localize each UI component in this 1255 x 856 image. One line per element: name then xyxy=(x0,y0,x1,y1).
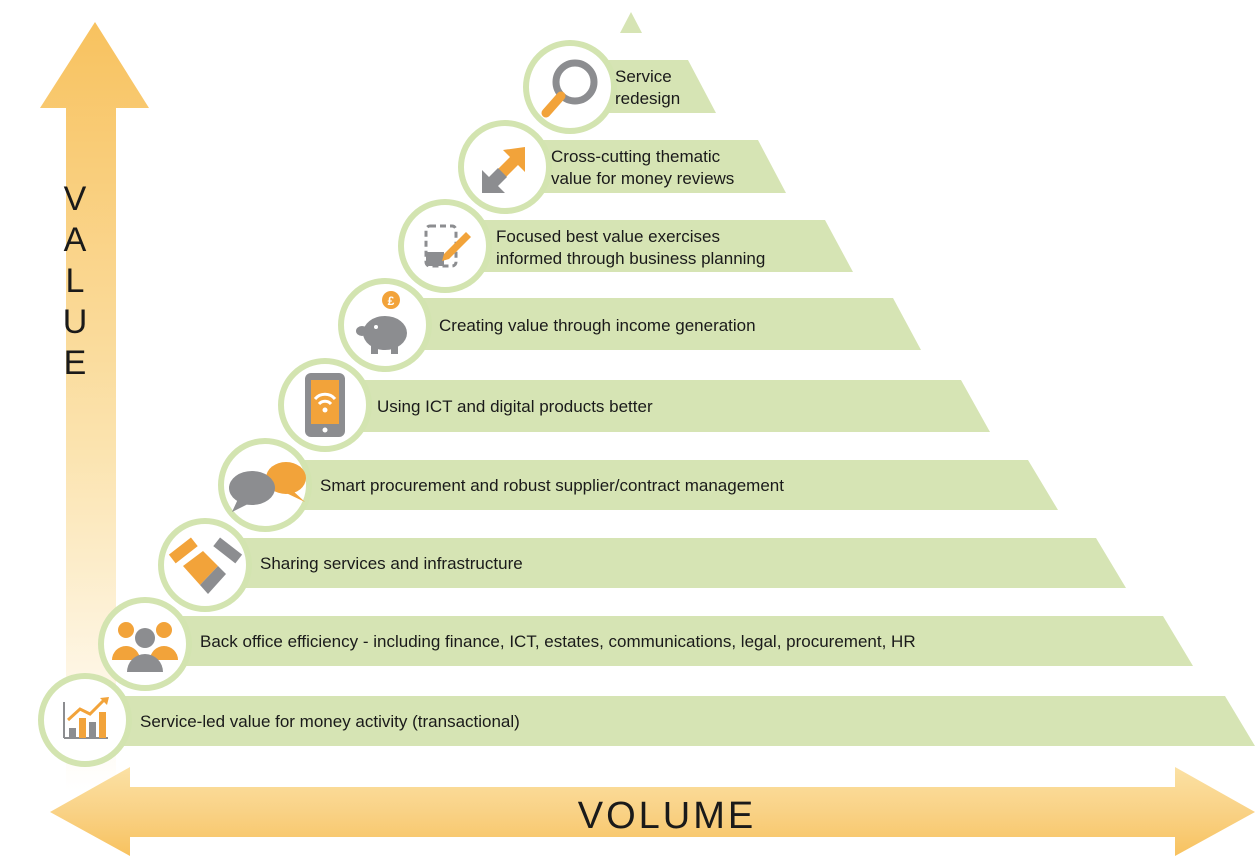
level-7-icon-badge xyxy=(158,518,252,612)
magnifier-icon xyxy=(541,59,598,118)
tablet-wifi-icon xyxy=(305,373,345,437)
svg-text:£: £ xyxy=(388,294,395,308)
band-level-2 xyxy=(515,140,786,193)
value-axis-letter: U xyxy=(63,303,88,341)
value-axis-letter: E xyxy=(64,344,87,382)
level-5-label: Using ICT and digital products better xyxy=(377,397,653,416)
level-3-icon-badge xyxy=(398,199,492,293)
band-level-9 xyxy=(95,696,1255,746)
volume-axis-arrow: VOLUME xyxy=(50,767,1255,856)
level-8-icon-badge xyxy=(98,597,192,691)
level-4-icon-badge: £ xyxy=(338,278,432,372)
value-axis-letter: A xyxy=(64,221,87,259)
level-1-label: Service redesign xyxy=(615,67,680,108)
people-group-icon xyxy=(112,622,178,672)
pyramid-bands xyxy=(95,60,1255,746)
band-level-3 xyxy=(455,220,853,272)
level-6-icon-badge xyxy=(218,438,312,532)
band-level-5 xyxy=(335,380,990,432)
level-9-icon-badge xyxy=(38,673,132,767)
band-level-4 xyxy=(395,298,921,350)
handshake-icon xyxy=(168,537,243,594)
level-5-icon-badge xyxy=(278,358,372,452)
bar-chart-icon xyxy=(63,697,109,739)
pyramid-apex xyxy=(620,12,642,33)
level-3-label: Focused best value exercises informed th… xyxy=(496,227,765,268)
level-4-label: Creating value through income generation xyxy=(439,316,756,335)
pyramid-labels: Service redesign Cross-cutting thematic … xyxy=(140,67,916,731)
level-8-label: Back office efficiency - including finan… xyxy=(200,632,916,651)
notepad-pencil-icon xyxy=(424,224,471,268)
level-2-label: Cross-cutting thematic value for money r… xyxy=(551,147,734,188)
volume-axis-label: VOLUME xyxy=(578,795,756,837)
speech-bubbles-icon xyxy=(229,462,306,512)
value-axis-letter: L xyxy=(66,262,85,300)
diverging-arrows-icon xyxy=(482,147,525,193)
level-7-label: Sharing services and infrastructure xyxy=(260,554,523,573)
value-axis-letter: V xyxy=(64,180,87,218)
band-level-8 xyxy=(155,616,1193,666)
level-6-label: Smart procurement and robust supplier/co… xyxy=(320,476,784,495)
level-9-label: Service-led value for money activity (tr… xyxy=(140,712,520,731)
level-2-icon-badge xyxy=(458,120,552,214)
band-level-7 xyxy=(215,538,1126,588)
piggy-bank-icon: £ xyxy=(356,291,407,354)
band-level-6 xyxy=(275,460,1058,510)
level-1-icon-badge xyxy=(523,40,617,134)
